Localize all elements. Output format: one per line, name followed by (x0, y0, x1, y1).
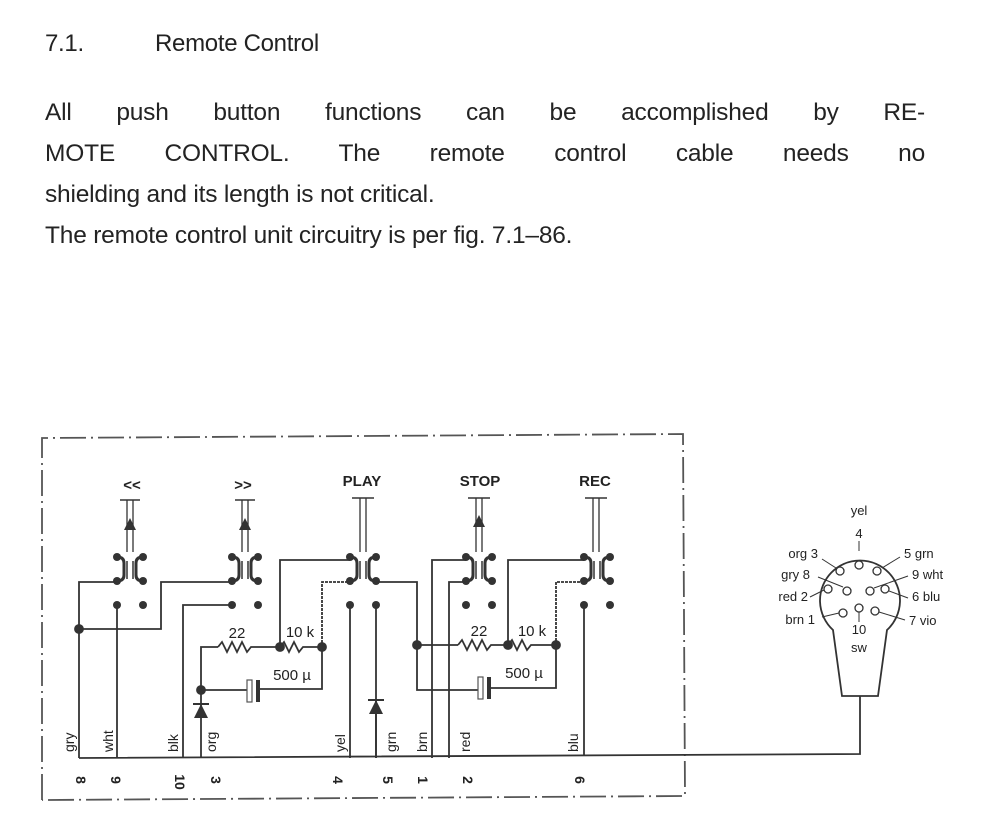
enclosure-border (41, 433, 686, 801)
wiring (74, 559, 861, 759)
connector-center-label: sw (851, 640, 868, 655)
wire-label: blk (165, 733, 181, 752)
connector-right-label: 5 grn (904, 546, 934, 561)
pin-number-labels: 8 9 10 3 4 5 1 2 6 (73, 774, 588, 790)
wire-label: blu (565, 733, 581, 752)
latch-arrow-icon (124, 518, 136, 530)
pin-label: 1 (415, 776, 431, 784)
connector-center-pin: 10 (852, 622, 866, 637)
connector-left-label: org 3 (788, 546, 818, 561)
connector-top-color: yel (851, 503, 868, 518)
button-record-label: REC (579, 473, 611, 490)
body-line-2: MOTE CONTROL. The remote control cable n… (45, 140, 925, 167)
resistor-10k-right-label: 10 k (518, 623, 547, 640)
button-stop: STOP (460, 473, 501, 611)
pin-label: 8 (73, 776, 89, 784)
body-line-1: All push button functions can be accompl… (45, 99, 925, 126)
connector-left-label: gry 8 (781, 567, 810, 582)
body-paragraph: All push button functions can be accompl… (45, 92, 925, 256)
connector-leader-lines (809, 541, 909, 622)
pin-label: 4 (330, 776, 346, 784)
diode-icon (194, 704, 208, 718)
din-connector: yel 4 org 3 gry 8 red 2 brn 1 5 grn 9 wh… (778, 503, 943, 697)
body-line-3: shielding and its length is not critical… (45, 181, 435, 208)
pin-label: 6 (572, 776, 588, 784)
pin-label: 5 (380, 776, 396, 784)
button-fast-forward: >> (226, 477, 264, 611)
resistor-22-right-label: 22 (471, 623, 488, 640)
wire-label: brn (414, 732, 430, 752)
capacitor-left-label: 500 µ (273, 667, 311, 684)
connector-left-label: brn 1 (785, 612, 815, 627)
pin-label: 2 (460, 776, 476, 784)
latch-arrow-icon (473, 515, 485, 527)
body-line-4: The remote control unit circuitry is per… (45, 222, 573, 249)
wire-label: wht (100, 730, 116, 753)
pin-label: 9 (108, 776, 124, 784)
wire-color-labels: gry wht blk org yel grn brn red blu (61, 730, 581, 753)
diode-icon (369, 700, 383, 714)
capacitor-right-label: 500 µ (505, 665, 543, 682)
connector-right-label: 9 wht (912, 567, 943, 582)
button-rewind-label: << (123, 477, 141, 494)
button-stop-label: STOP (460, 473, 501, 490)
button-play-label: PLAY (343, 473, 382, 490)
resistor-10k-left-label: 10 k (286, 624, 315, 641)
wire-label: org (203, 732, 219, 752)
button-rewind: << (111, 477, 149, 611)
section-title: Remote Control (155, 30, 319, 57)
connector-right-label: 6 blu (912, 589, 940, 604)
button-play: PLAY (343, 473, 382, 611)
section-heading: 7.1. Remote Control (45, 30, 319, 58)
wire-label: grn (383, 732, 399, 752)
connector-outline (819, 559, 901, 697)
connector-right-label: 7 vio (909, 613, 936, 628)
connector-left-label: red 2 (778, 589, 808, 604)
pin-label: 3 (208, 776, 224, 784)
button-fast-forward-label: >> (234, 477, 252, 494)
button-record: REC (578, 473, 616, 611)
wire-label: yel (332, 734, 348, 752)
latch-arrow-icon (239, 518, 251, 530)
wire-label: gry (61, 733, 77, 752)
connector-top-pin: 4 (855, 526, 862, 541)
section-number: 7.1. (45, 30, 84, 57)
resistor-22-left-label: 22 (229, 625, 246, 642)
pin-label: 10 (172, 774, 188, 790)
wire-label: red (457, 732, 473, 752)
